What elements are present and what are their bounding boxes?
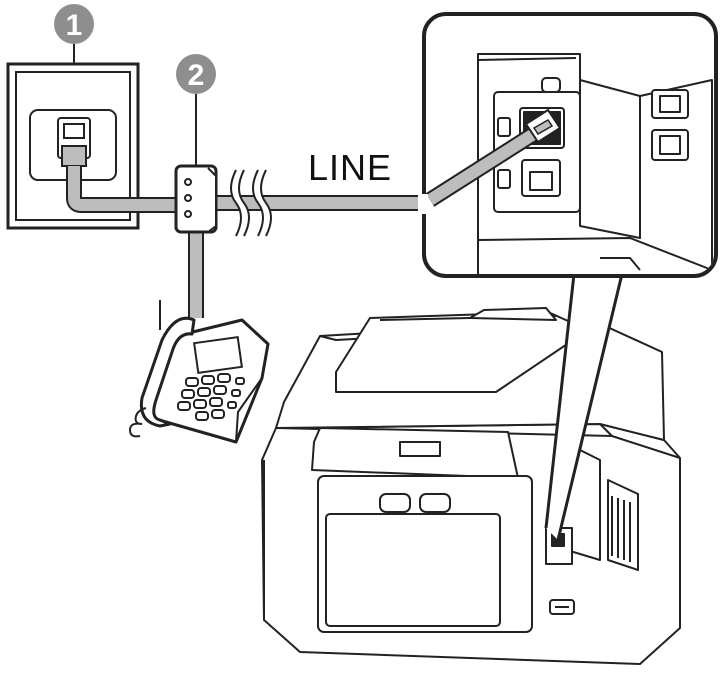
cable-break-mark: [231, 168, 249, 238]
zoom-inset: [418, 12, 718, 278]
printer-handle: [419, 493, 451, 513]
phone-line-splitter-icon: [174, 164, 218, 234]
phone-cord: [128, 407, 147, 438]
line-label: LINE: [308, 147, 392, 188]
fax-printer-icon: [261, 307, 681, 665]
callout-2: 2: [176, 54, 216, 168]
phone-display: [192, 335, 244, 375]
callout-1: 1: [54, 4, 94, 120]
callout-2-badge: [176, 54, 216, 94]
desk-telephone-icon: [128, 300, 270, 444]
splitter-port: [184, 178, 192, 186]
printer-paper-cassette: [325, 513, 501, 627]
phone-keypad: [177, 373, 245, 421]
port-icon: [497, 117, 511, 137]
printer-handle: [379, 493, 411, 513]
rj11-wall-jack-icon: [57, 117, 91, 167]
splitter-port: [184, 210, 192, 218]
port-icon: [497, 169, 511, 189]
rj11-plug-icon: [524, 108, 562, 144]
fax-logo-icon: [549, 599, 575, 615]
phone-handset: [139, 316, 196, 428]
printer-adf-tray: [469, 307, 557, 321]
callout-2-number: 2: [188, 59, 205, 92]
splitter-port: [184, 194, 192, 202]
wall-jack: [6, 62, 140, 230]
callout-1-badge: [54, 4, 94, 44]
phone-cables: [66, 166, 420, 318]
callout-1-number: 1: [66, 9, 83, 42]
